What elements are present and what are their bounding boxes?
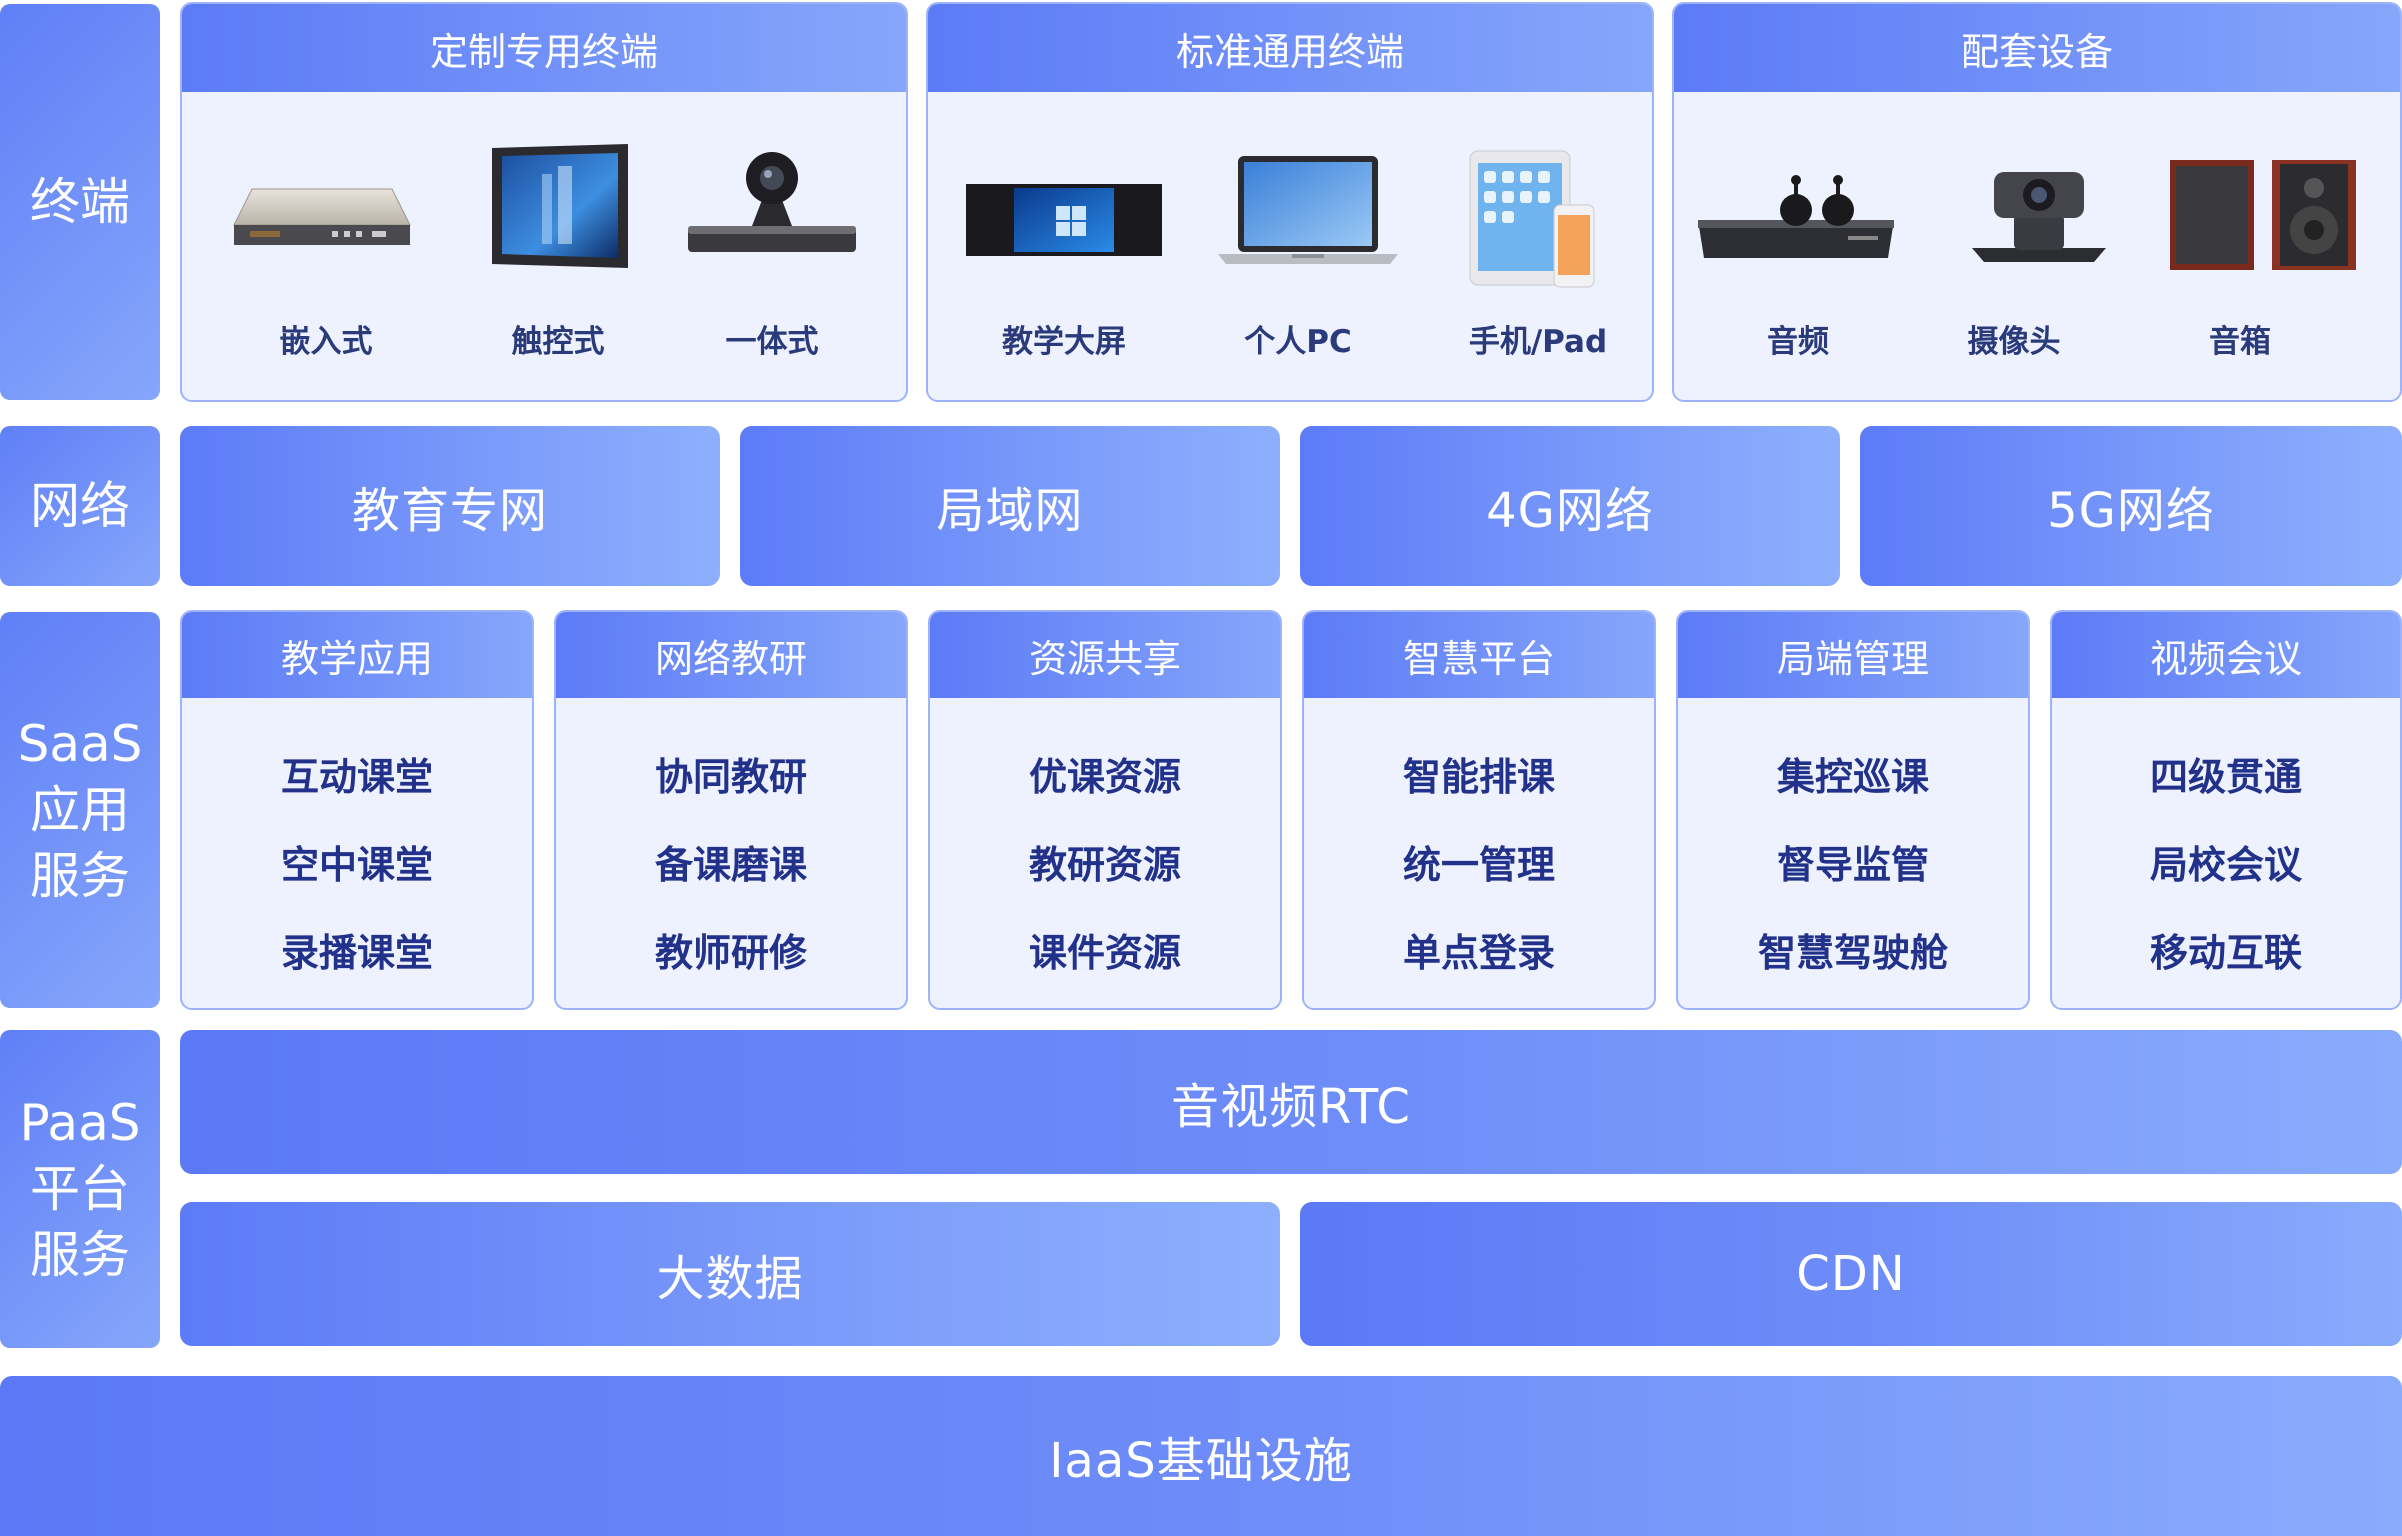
laptop-icon	[1218, 156, 1398, 264]
paas-cdn: CDN	[1300, 1202, 2402, 1346]
device-label: 嵌入式	[279, 324, 373, 360]
saas-item: 教研资源	[1028, 843, 1181, 887]
audio-device-icon	[1698, 175, 1894, 258]
device-label: 个人PC	[1244, 324, 1352, 360]
saas-group-bureau-management: 局端管理 集控巡课 督导监管 智慧驾驶舱	[1676, 610, 2030, 1010]
saas-item: 督导监管	[1776, 843, 1929, 887]
iaas-infrastructure: IaaS基础设施	[0, 1376, 2402, 1536]
paas-rtc: 音视频RTC	[180, 1030, 2402, 1174]
saas-group-teaching: 教学应用 互动课堂 空中课堂 录播课堂	[180, 610, 534, 1010]
layer-label-paas: PaaS 平台 服务	[0, 1030, 160, 1348]
layer-label-terminal: 终端	[0, 4, 160, 400]
layer-label-network: 网络	[0, 426, 160, 586]
saas-group-research: 网络教研 协同教研 备课磨课 教师研修	[554, 610, 908, 1010]
device-label: 手机/Pad	[1468, 324, 1608, 360]
network-5g: 5G网络	[1860, 426, 2402, 586]
saas-item: 空中课堂	[280, 843, 433, 887]
network-edu-private: 教育专网	[180, 426, 720, 586]
saas-group-title: 网络教研	[556, 612, 906, 698]
saas-group-video-conference: 视频会议 四级贯通 局校会议 移动互联	[2050, 610, 2402, 1010]
terminal-group-title: 定制专用终端	[182, 4, 906, 92]
saas-item: 优课资源	[1028, 755, 1181, 799]
saas-group-title: 教学应用	[182, 612, 532, 698]
saas-item: 协同教研	[654, 755, 807, 799]
paas-bigdata: 大数据	[180, 1202, 1280, 1346]
phone-tablet-icon	[1469, 150, 1595, 288]
saas-item: 集控巡课	[1776, 755, 1929, 799]
device-label: 触控式	[511, 324, 605, 360]
embedded-box-icon	[233, 188, 411, 245]
saas-item: 智慧驾驶舱	[1757, 931, 1948, 975]
saas-item: 教师研修	[654, 931, 807, 975]
saas-item: 录播课堂	[280, 931, 433, 975]
saas-group-title: 资源共享	[930, 612, 1280, 698]
device-label: 教学大屏	[1002, 324, 1126, 360]
device-label: 摄像头	[1967, 324, 2061, 360]
speaker-icon	[2170, 160, 2356, 270]
ptz-camera-icon	[1972, 172, 2106, 262]
saas-item: 四级贯通	[2149, 755, 2302, 799]
saas-group-title: 局端管理	[1678, 612, 2028, 698]
all-in-one-camera-icon	[688, 152, 856, 252]
saas-group-title: 智慧平台	[1304, 612, 1654, 698]
saas-item: 课件资源	[1028, 931, 1181, 975]
saas-group-smart-platform: 智慧平台 智能排课 统一管理 单点登录	[1302, 610, 1656, 1010]
layer-label-saas: SaaS 应用 服务	[0, 612, 160, 1008]
saas-group-resources: 资源共享 优课资源 教研资源 课件资源	[928, 610, 1282, 1010]
teaching-screen-icon	[966, 184, 1162, 256]
terminal-group-accessory: 配套设备 音频 摄像头 音箱	[1672, 2, 2402, 402]
touch-panel-icon	[492, 144, 628, 268]
network-4g: 4G网络	[1300, 426, 1840, 586]
device-label: 一体式	[725, 324, 819, 360]
device-label: 音箱	[2209, 324, 2271, 360]
terminal-group-custom: 定制专用终端 嵌入式 触控式 一体式	[180, 2, 908, 402]
terminal-group-standard: 标准通用终端 教学大屏 个人PC 手机/Pad	[926, 2, 1654, 402]
saas-item: 互动课堂	[280, 755, 433, 799]
saas-group-title: 视频会议	[2052, 612, 2400, 698]
saas-item: 局校会议	[2149, 843, 2302, 887]
saas-item: 移动互联	[2149, 931, 2302, 975]
saas-item: 智能排课	[1402, 755, 1555, 799]
saas-item: 统一管理	[1402, 843, 1555, 887]
saas-item: 备课磨课	[654, 843, 807, 887]
terminal-group-title: 配套设备	[1674, 4, 2400, 92]
network-lan: 局域网	[740, 426, 1280, 586]
device-label: 音频	[1767, 324, 1829, 360]
terminal-group-title: 标准通用终端	[928, 4, 1652, 92]
saas-item: 单点登录	[1402, 931, 1555, 975]
